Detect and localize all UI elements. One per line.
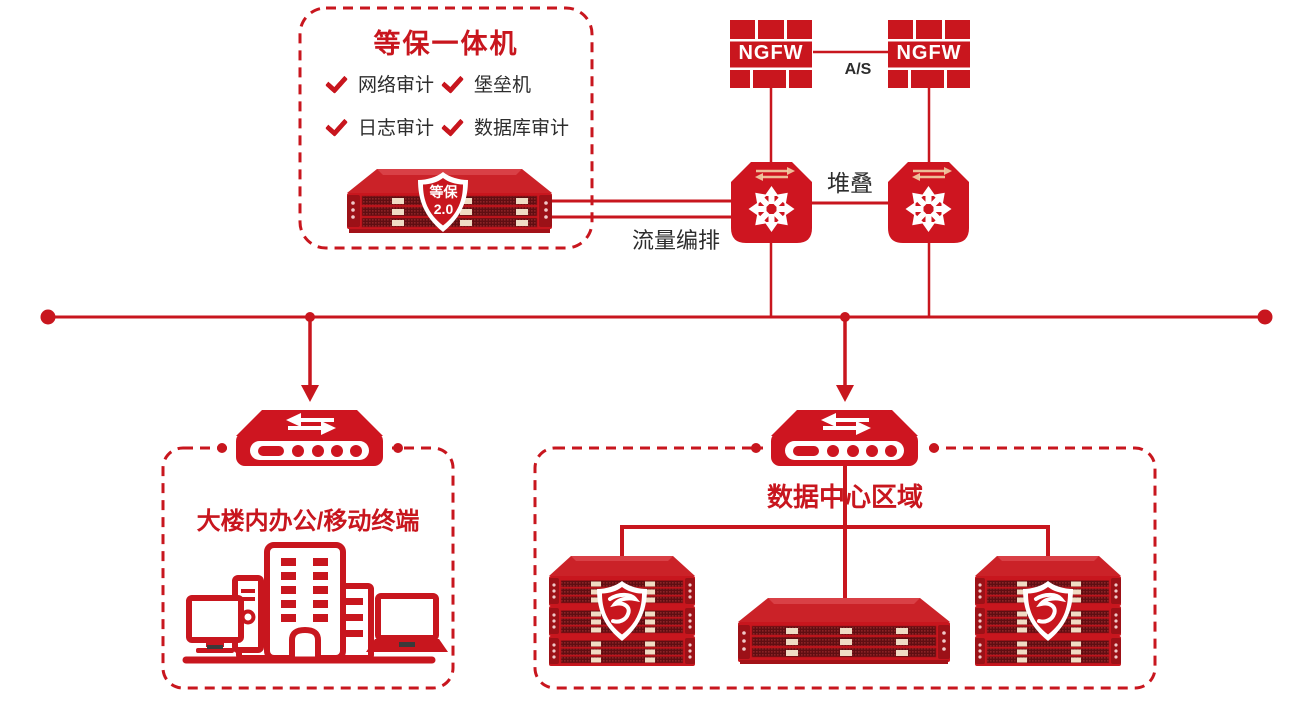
ha-mode-label: A/S <box>844 61 872 78</box>
datacenter-access-device-icon <box>769 408 920 468</box>
check-item-label: 日志审计 <box>358 118 435 139</box>
office-building-illustration <box>182 542 448 664</box>
office-access-device-icon <box>234 408 385 468</box>
appliance-shield-text-2: 2.0 <box>433 201 454 217</box>
check-item-db-audit: 数据库审计 <box>440 113 570 140</box>
check-item-log-audit: 日志审计 <box>324 113 435 140</box>
security-box-title: 等保一体机 <box>373 29 519 59</box>
check-item-bastion: 堡垒机 <box>440 70 532 97</box>
server-stack-right <box>974 556 1122 667</box>
check-icon <box>324 70 349 94</box>
appliance-shield-text-1: 等保 <box>429 184 458 200</box>
check-icon <box>440 113 465 137</box>
ngfw-right-label: NGFW <box>896 42 962 64</box>
check-item-label: 数据库审计 <box>474 118 570 139</box>
server-stack-left <box>548 556 696 667</box>
datacenter-zone-title: 数据中心区域 <box>766 482 923 512</box>
down-arrow-icon <box>836 385 854 402</box>
ngfw-left-label: NGFW <box>738 42 804 64</box>
office-zone-title: 大楼内办公/移动终端 <box>196 508 420 535</box>
connector-lines <box>48 50 1265 600</box>
stack-link-label: 堆叠 <box>827 170 873 196</box>
check-item-label: 堡垒机 <box>474 75 532 96</box>
down-arrow-icon <box>301 385 319 402</box>
check-icon <box>324 113 349 137</box>
check-item-network-audit: 网络审计 <box>324 70 435 97</box>
server-middle <box>738 598 950 664</box>
traffic-orchestration-label: 流量编排 <box>631 228 720 253</box>
check-icon <box>440 70 465 94</box>
security-appliance-server <box>347 169 552 233</box>
connector-dots <box>40 309 1273 402</box>
core-switch-right-icon <box>888 162 969 243</box>
check-item-label: 网络审计 <box>358 75 435 96</box>
security-zone-box <box>298 6 594 250</box>
